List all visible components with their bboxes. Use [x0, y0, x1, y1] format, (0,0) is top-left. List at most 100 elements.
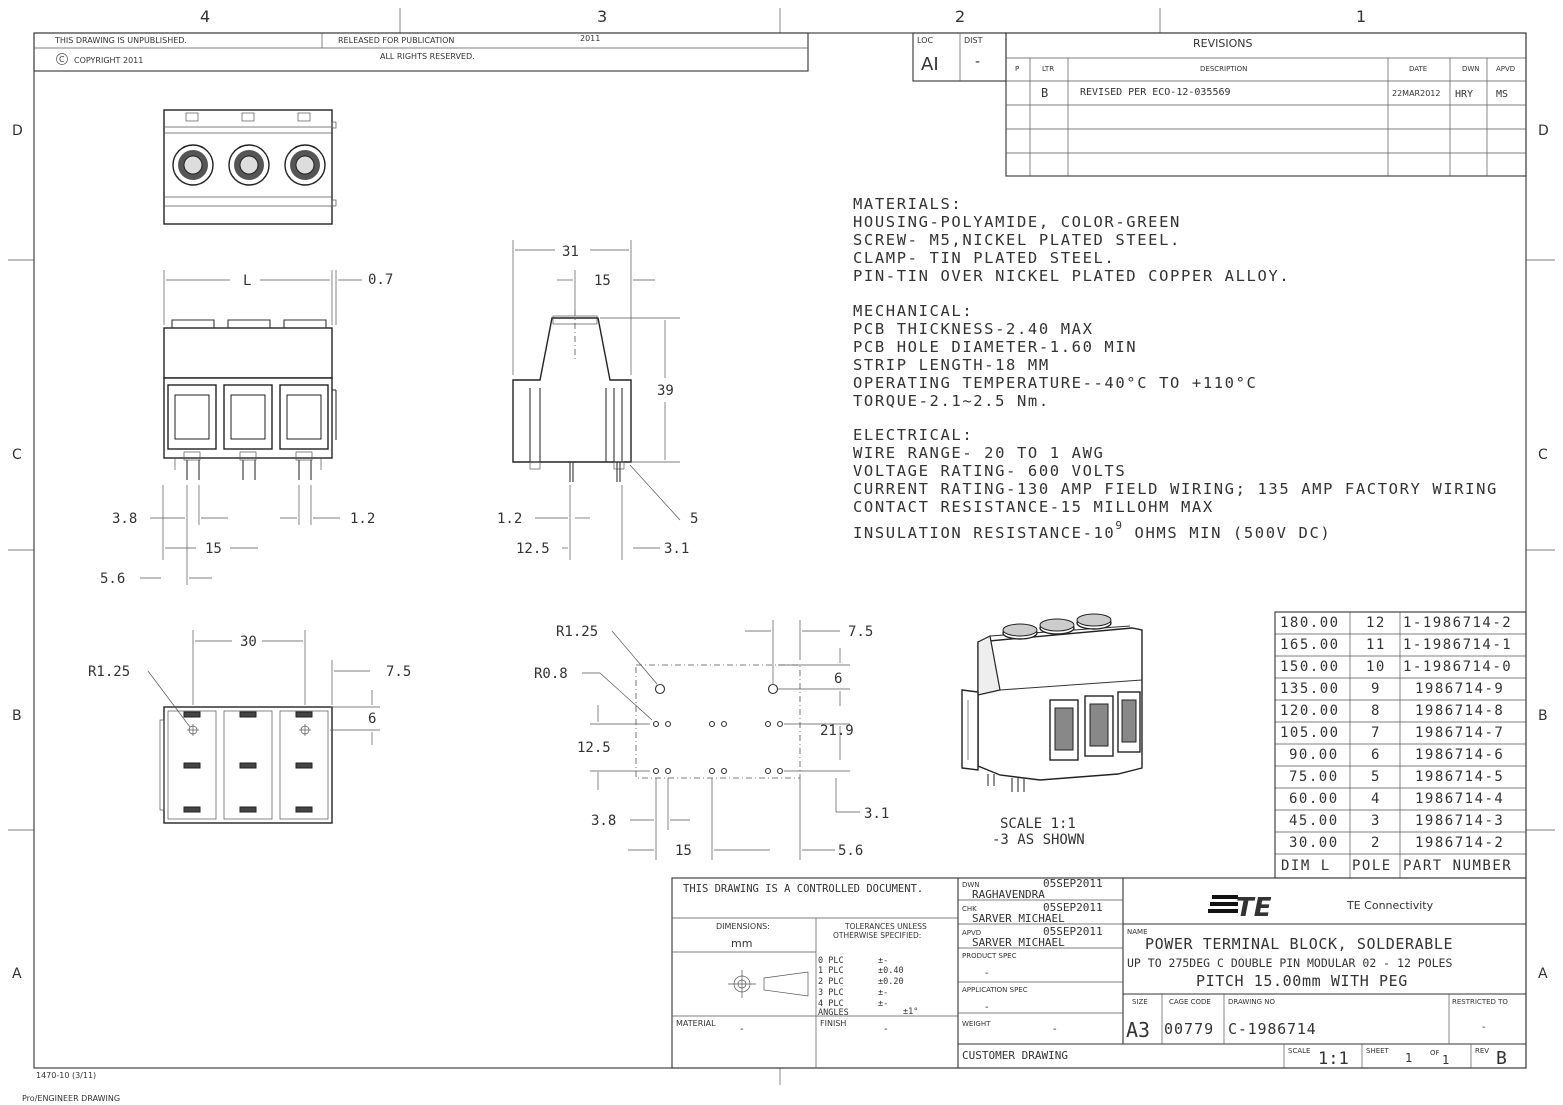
zone-top-1: 1	[1356, 7, 1366, 26]
of-label: OF	[1430, 1049, 1440, 1057]
notes-block: MATERIALS: HOUSING-POLYAMIDE, COLOR-GREE…	[853, 195, 1498, 542]
tol-2-val: ±0.20	[878, 977, 904, 987]
pt-row-7-pole: 5	[1371, 769, 1381, 785]
te-logo-text: TE	[1236, 893, 1272, 923]
dwn-name: RAGHAVENDRA	[972, 888, 1045, 901]
dim-front-15: 15	[205, 541, 222, 557]
rev-col-dwn: DWN	[1462, 65, 1480, 73]
pt-header-diml: DIM L	[1281, 858, 1331, 874]
zone-left-D: D	[12, 123, 23, 139]
note-materials-4: PIN-TIN OVER NICKEL PLATED COPPER ALLOY.	[853, 267, 1290, 285]
note-electrical-2: VOLTAGE RATING- 600 VOLTS	[853, 462, 1126, 480]
name-line-3: PITCH 15.00mm WITH PEG	[1196, 972, 1408, 990]
tol-3-val: ±-	[878, 988, 888, 998]
dim-pcb-56: 5.6	[838, 843, 863, 859]
note-mechanical-3: STRIP LENGTH-18 MM	[853, 356, 1050, 374]
dim-bottom-75: 7.5	[386, 664, 411, 680]
rev-col-date: DATE	[1409, 65, 1427, 73]
pt-row-4-dim: 120.00	[1280, 703, 1340, 719]
zone-top-3: 3	[597, 7, 607, 26]
note-electrical-4: CONTACT RESISTANCE-15 MILLOHM MAX	[853, 498, 1214, 516]
pt-row-9-dim: 45.00	[1289, 813, 1339, 829]
pt-row-10-pole: 2	[1371, 835, 1381, 851]
tol-1-plc: 1 PLC	[818, 966, 844, 976]
front-view-dims	[140, 270, 362, 585]
bottom-view-dims	[147, 630, 380, 745]
pt-row-5-part: 1986714-7	[1415, 725, 1504, 741]
scale-value: 1:1	[1318, 1049, 1349, 1069]
title-block	[671, 877, 1527, 1069]
tol-4-plc: 4 PLC	[818, 999, 844, 1009]
finish-value: -	[884, 1024, 888, 1035]
pt-row-1-pole: 11	[1366, 637, 1386, 653]
note-materials-0: MATERIALS:	[853, 195, 962, 213]
application-spec-value: -	[985, 1002, 989, 1013]
tol-3-plc: 3 PLC	[818, 988, 844, 998]
note-materials-3: CLAMP- TIN PLATED STEEL.	[853, 249, 1115, 267]
pt-row-8-part: 1986714-4	[1415, 791, 1504, 807]
chk-label: CHK	[962, 905, 977, 913]
cage-code-label: CAGE CODE	[1169, 998, 1211, 1006]
rev-col-p: P	[1015, 65, 1019, 73]
cage-code-value: 00779	[1164, 1020, 1214, 1038]
note-mechanical-5: TORQUE-2.1~2.5 Nm.	[853, 392, 1050, 410]
note-mechanical-2: PCB HOLE DIAMETER-1.60 MIN	[853, 338, 1137, 356]
sheet-value: 1	[1405, 1051, 1412, 1065]
pt-row-9-part: 1986714-3	[1415, 813, 1504, 829]
iso-shown-label: -3 AS SHOWN	[992, 832, 1085, 848]
pt-row-10-dim: 30.00	[1289, 835, 1339, 851]
pt-row-8-pole: 4	[1371, 791, 1381, 807]
size-value: A3	[1126, 1018, 1150, 1042]
zone-top-2: 2	[955, 7, 965, 26]
restricted-value: -	[1482, 1022, 1486, 1033]
pt-row-2-pole: 10	[1366, 659, 1386, 675]
dimensions-unit: mm	[731, 937, 752, 950]
dim-pcb-31: 3.1	[864, 806, 889, 822]
customer-drawing-label: CUSTOMER DRAWING	[962, 1049, 1068, 1062]
tol-4-val: ±-	[878, 999, 888, 1009]
pt-row-10-part: 1986714-2	[1415, 835, 1504, 851]
dim-pcb-38: 3.8	[591, 813, 616, 829]
dim-pcb-r08: R0.8	[534, 666, 568, 682]
name-line-1: POWER TERMINAL BLOCK, SOLDERABLE	[1145, 935, 1453, 953]
dim-bottom-30: 30	[240, 634, 257, 650]
dim-pcb-15: 15	[675, 843, 692, 859]
zone-left-C: C	[12, 447, 22, 463]
finish-label: FINISH	[820, 1019, 846, 1028]
company-name: TE Connectivity	[1346, 899, 1434, 912]
rev-dwn: HRY	[1455, 89, 1473, 100]
copyright-symbol: C	[59, 55, 65, 64]
pt-row-3-pole: 9	[1371, 681, 1381, 697]
unpublished-text: THIS DRAWING IS UNPUBLISHED.	[54, 36, 187, 45]
part-number-table	[1274, 611, 1527, 879]
pt-row-6-pole: 6	[1371, 747, 1381, 763]
angles-label: ANGLES	[818, 1008, 849, 1018]
pt-header-partnumber: PART NUMBER	[1403, 858, 1512, 874]
drawing-no-value: C-1986714	[1228, 1020, 1316, 1038]
dim-side-12: 1.2	[497, 511, 522, 527]
pt-row-4-pole: 8	[1371, 703, 1381, 719]
note-materials-1: HOUSING-POLYAMIDE, COLOR-GREEN	[853, 213, 1181, 231]
zone-top-4: 4	[200, 7, 210, 26]
zone-ticks	[8, 8, 1555, 1085]
revisions-table: REVISIONS P LTR DESCRIPTION DATE DWN APV…	[1005, 32, 1527, 177]
rev-desc: REVISED PER ECO-12-035569	[1080, 87, 1231, 98]
rights-text: ALL RIGHTS RESERVED.	[380, 52, 475, 61]
rev-label: REV	[1475, 1047, 1489, 1055]
pt-row-7-dim: 75.00	[1289, 769, 1339, 785]
copyright-text: COPYRIGHT 2011	[74, 56, 143, 65]
dim-pcb-75: 7.5	[848, 624, 873, 640]
note-electrical-3: CURRENT RATING-130 AMP FIELD WIRING; 135…	[853, 480, 1498, 498]
rev-col-ltr: LTR	[1042, 65, 1054, 73]
dim-front-38: 3.8	[112, 511, 137, 527]
dim-pcb-6: 6	[834, 671, 842, 687]
loc-value: AI	[921, 54, 939, 75]
loc-dist-box: LOC AI DIST -	[912, 32, 1007, 82]
screw-head-3	[284, 144, 326, 186]
te-logo: TE	[1208, 893, 1272, 923]
part-table-rows: 180.00 12 1-1986714-2 165.00 11 1-198671…	[1280, 615, 1512, 874]
rev-col-apvd: APVD	[1496, 65, 1515, 73]
zone-right-A: A	[1538, 966, 1548, 982]
material-label: MATERIAL	[676, 1019, 716, 1028]
apvd-label: APVD	[962, 929, 981, 937]
